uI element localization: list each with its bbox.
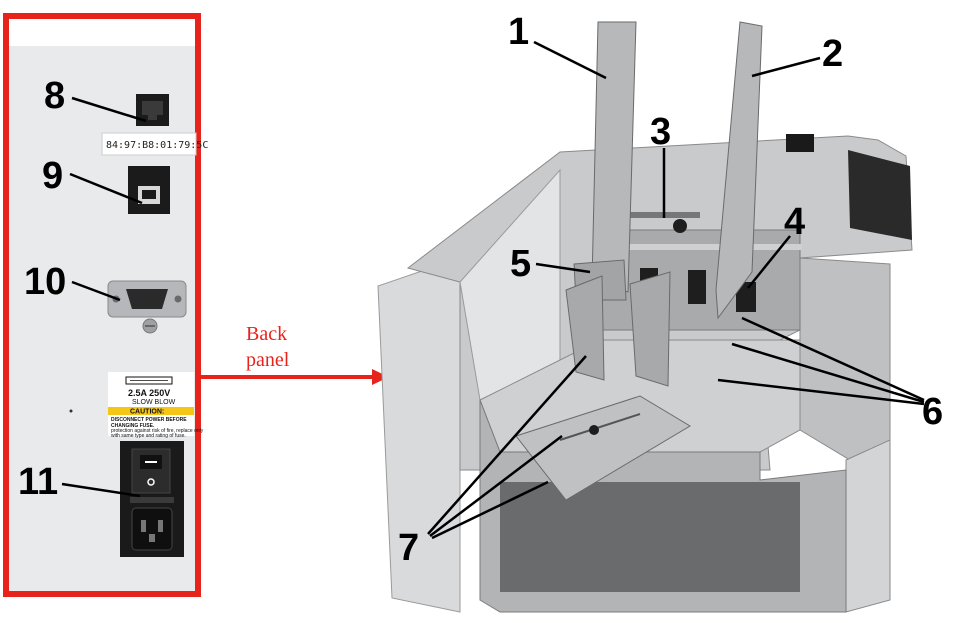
leader-line-6c (717, 378, 925, 406)
leader-line-9 (69, 172, 143, 205)
callout-5: 5 (510, 243, 531, 285)
fuse-label: 2.5A 250V SLOW BLOW CAUTION: DISCONNECT … (108, 372, 204, 439)
leader-line-4 (747, 235, 791, 289)
callout-2: 2 (822, 33, 843, 75)
back-panel-label-line1: Back (246, 323, 287, 345)
roller-right (736, 282, 756, 312)
back-panel-pointer: Back panel (200, 323, 389, 385)
leader-line-11 (61, 482, 141, 498)
caution-line-4: with same type and rating of fuse. (111, 433, 186, 439)
leader-line-6b (731, 342, 925, 404)
wedge-left (565, 275, 605, 381)
right-front-leg (845, 439, 891, 613)
exit-tray (515, 395, 691, 501)
callout-1: 1 (508, 11, 529, 53)
power-module (120, 441, 184, 557)
leader-line-2 (751, 56, 821, 78)
adjust-knob (673, 219, 687, 233)
fuse-type: SLOW BLOW (132, 399, 176, 406)
fuse-rating: 2.5A 250V (128, 388, 170, 398)
display-screen (848, 150, 912, 240)
roller-shaft (606, 244, 802, 250)
back-panel-label-line2: panel (246, 349, 290, 371)
caution-line-1: DISCONNECT POWER BEFORE (111, 417, 187, 423)
leader-line-1 (533, 40, 607, 80)
mac-address: 84:97:B8:01:79:5C (106, 140, 208, 151)
leader-line-7a (427, 355, 587, 535)
callout-7: 7 (398, 527, 419, 569)
ethernet-port (136, 94, 169, 126)
leader-line-7c (431, 480, 549, 540)
wedge-right (629, 271, 671, 387)
arrow-head (372, 369, 389, 385)
side-guide-left (591, 21, 637, 293)
callout-11: 11 (18, 461, 58, 503)
top-switch (786, 134, 814, 152)
back-panel: 84:97:B8:01:79:5C 2.5A 250V SLOW BLOW CA… (3, 13, 208, 597)
callout-6: 6 (922, 391, 943, 433)
caution-title: CAUTION: (130, 409, 164, 416)
side-guide-right (715, 21, 763, 320)
roller-center (688, 270, 706, 304)
leader-line-5 (535, 262, 591, 274)
screw-hole (69, 409, 73, 413)
leader-line-8 (71, 96, 147, 123)
caution-line-2: CHANGING FUSE. (111, 423, 155, 429)
right-side-block (799, 257, 891, 461)
back-panel-frame (3, 13, 201, 597)
serial-port (107, 280, 187, 334)
callout-3: 3 (650, 111, 671, 153)
usb-port (128, 166, 170, 214)
callout-10: 10 (24, 261, 66, 303)
callout-4: 4 (784, 201, 805, 243)
callout-8: 8 (44, 75, 65, 117)
leader-line-7b (429, 435, 563, 537)
feeder-machine: 1 2 3 4 5 6 7 (377, 11, 943, 613)
mac-address-sticker (101, 132, 197, 156)
front-opening (500, 482, 800, 592)
caution-line-3: protection against risk of fire, replace… (111, 428, 204, 434)
leader-line-6a (741, 316, 925, 402)
tray-knob (589, 425, 599, 435)
leader-line-10 (71, 280, 121, 302)
callout-9: 9 (42, 155, 63, 197)
